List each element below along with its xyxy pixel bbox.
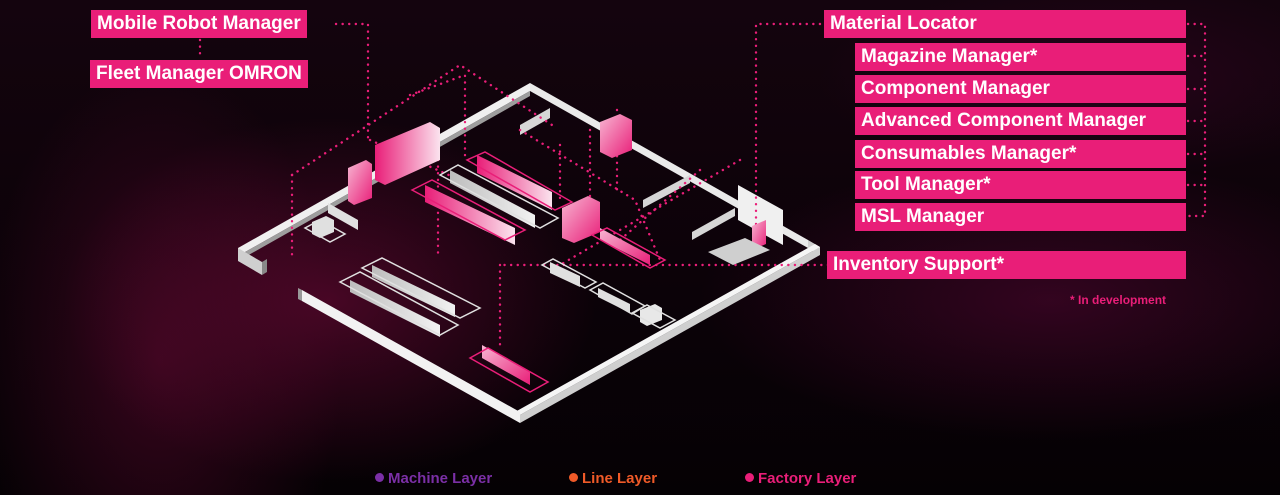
line-zones xyxy=(410,151,667,393)
material-locator-label[interactable]: Material Locator xyxy=(824,10,1186,38)
msl-manager-label[interactable]: MSL Manager xyxy=(855,203,1186,231)
legend-factory-layer: Factory Layer xyxy=(745,470,856,487)
consumables-manager-label[interactable]: Consumables Manager* xyxy=(855,140,1186,168)
magazine-manager-label[interactable]: Magazine Manager* xyxy=(855,43,1186,71)
tool-manager-label[interactable]: Tool Manager* xyxy=(855,171,1186,199)
component-manager-label[interactable]: Component Manager xyxy=(855,75,1186,103)
mobile-robot-manager-label[interactable]: Mobile Robot Manager xyxy=(91,10,307,38)
legend-label: Line Layer xyxy=(582,470,658,487)
legend-line-layer: Line Layer xyxy=(569,470,657,487)
in-development-footnote: * In development xyxy=(1070,293,1167,307)
legend-machine-layer: Machine Layer xyxy=(375,470,492,487)
fleet-manager-omron-label[interactable]: Fleet Manager OMRON xyxy=(90,60,308,88)
legend-label: Machine Layer xyxy=(388,470,493,487)
line-layer-dot-icon xyxy=(569,473,578,482)
machine-layer-dot-icon xyxy=(375,473,384,482)
legend-label: Factory Layer xyxy=(758,470,857,487)
inventory-support-label[interactable]: Inventory Support* xyxy=(827,251,1186,279)
advanced-component-manager-label[interactable]: Advanced Component Manager xyxy=(855,107,1186,135)
factory-layer-dot-icon xyxy=(745,473,754,482)
factory-layer-machines xyxy=(348,114,766,385)
